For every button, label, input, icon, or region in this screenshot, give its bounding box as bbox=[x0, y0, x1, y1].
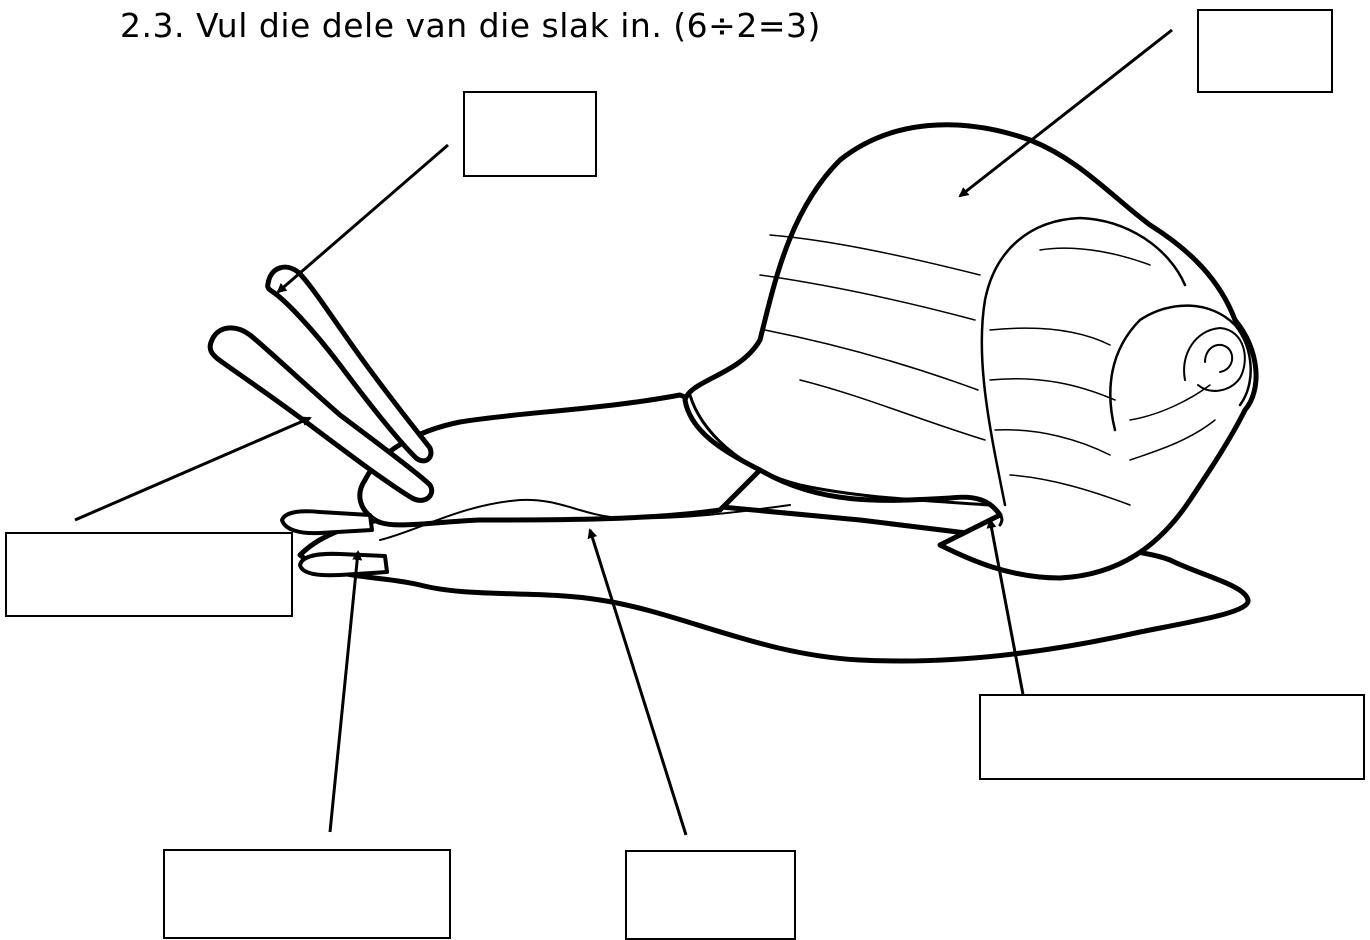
short-tentacle-upper bbox=[280, 509, 374, 536]
arrow-long-tentacle bbox=[74, 416, 312, 522]
arrow-eye-tentacle bbox=[276, 143, 449, 294]
answer-box-long-tentacle[interactable] bbox=[5, 532, 293, 617]
question-heading: 2.3. Vul die dele van die slak in. (6÷2=… bbox=[120, 6, 821, 45]
answer-box-mantle[interactable] bbox=[979, 694, 1365, 780]
short-tentacle-lower bbox=[298, 551, 389, 578]
arrow-short-tentacle bbox=[328, 550, 363, 833]
answer-box-body[interactable] bbox=[625, 850, 796, 940]
arrow-mantle bbox=[986, 518, 1027, 706]
arrow-body bbox=[587, 528, 688, 836]
snail-head bbox=[357, 392, 763, 528]
snail-shell bbox=[682, 122, 1259, 581]
mantle-edge bbox=[688, 393, 1004, 527]
snail-illustration bbox=[207, 122, 1259, 664]
answer-box-eye-tentacle[interactable] bbox=[463, 91, 597, 177]
answer-box-short-tentacle[interactable] bbox=[163, 849, 451, 939]
body-line bbox=[379, 498, 791, 541]
answer-box-shell[interactable] bbox=[1197, 9, 1333, 93]
long-tentacle-stalk bbox=[207, 325, 435, 503]
arrow-shell bbox=[958, 28, 1173, 198]
eye-tentacle-stalk bbox=[265, 264, 434, 464]
